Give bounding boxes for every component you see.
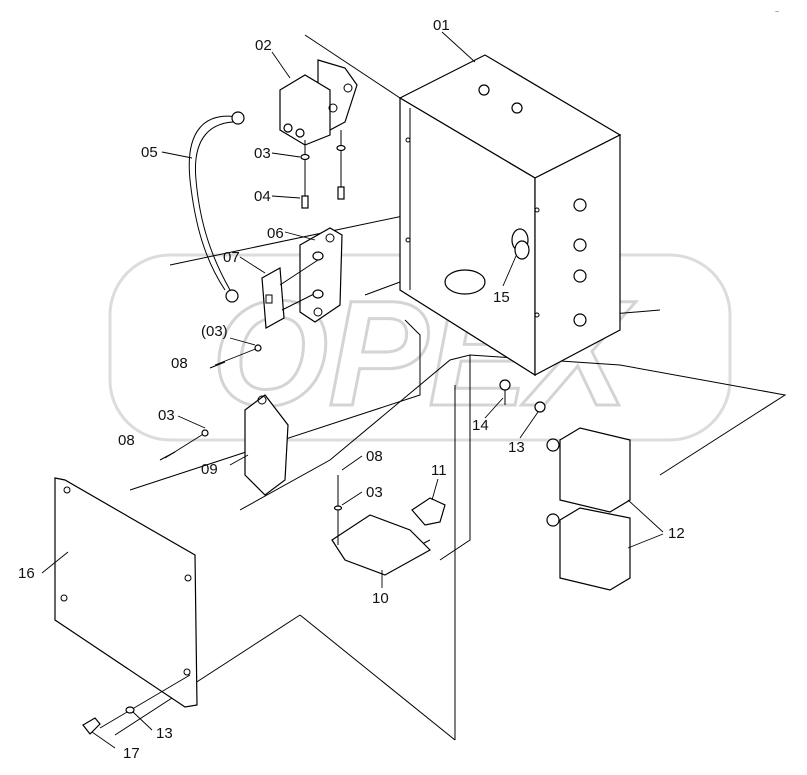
grommet (511, 228, 530, 260)
enclosure-hole (444, 269, 486, 295)
leader-lines (41, 31, 664, 749)
fuse (261, 251, 324, 329)
callout-labels: 01 02 03 04 05 06 07 (03) 08 03 08 09 08… (18, 17, 685, 762)
lower-bracket (331, 475, 431, 576)
cable (188, 111, 245, 303)
side-nut-4 (573, 313, 587, 327)
callout-14: 14 (472, 417, 489, 434)
relay-fasteners (300, 130, 346, 209)
side-nut-3 (573, 269, 587, 283)
callout-15: 15 (493, 289, 510, 306)
top-nut-1 (478, 84, 490, 96)
callout-08: 08 (366, 448, 383, 465)
fuse-holder (299, 227, 343, 323)
callout-13: 13 (508, 439, 525, 456)
callout-07: 07 (223, 249, 240, 266)
corner-mark: ~ (775, 9, 779, 16)
callout-12: 12 (668, 525, 685, 542)
callout-06: 06 (267, 225, 284, 242)
enclosure-box (398, 54, 622, 377)
callout-03: 03 (158, 407, 175, 424)
callout-03: 03 (254, 145, 271, 162)
side-nut-1 (573, 198, 587, 212)
callout-02: 02 (255, 37, 272, 54)
callout-16: 16 (18, 565, 35, 582)
circuit-breakers (546, 427, 631, 591)
callout-04: 04 (254, 188, 271, 205)
cover-fasteners (82, 674, 191, 735)
callout-10: 10 (372, 590, 389, 607)
side-nut-2 (573, 238, 587, 252)
callout-09: 09 (201, 461, 218, 478)
callout-08: 08 (171, 355, 188, 372)
left-fasteners (159, 344, 262, 461)
top-nut-2 (511, 102, 523, 114)
callout-08: 08 (118, 432, 135, 449)
callout-05: 05 (141, 144, 158, 161)
clip (411, 497, 446, 526)
callout-11: 11 (431, 462, 447, 479)
relay (279, 59, 358, 146)
cover-plate (54, 477, 198, 708)
callout-03: 03 (366, 484, 383, 501)
right-fasteners (499, 379, 546, 413)
callout-03-parenthesized: (03) (201, 323, 228, 340)
callout-13: 13 (156, 725, 173, 742)
callout-17: 17 (123, 745, 140, 762)
callout-01: 01 (433, 17, 450, 34)
bracket-plate (244, 394, 289, 496)
